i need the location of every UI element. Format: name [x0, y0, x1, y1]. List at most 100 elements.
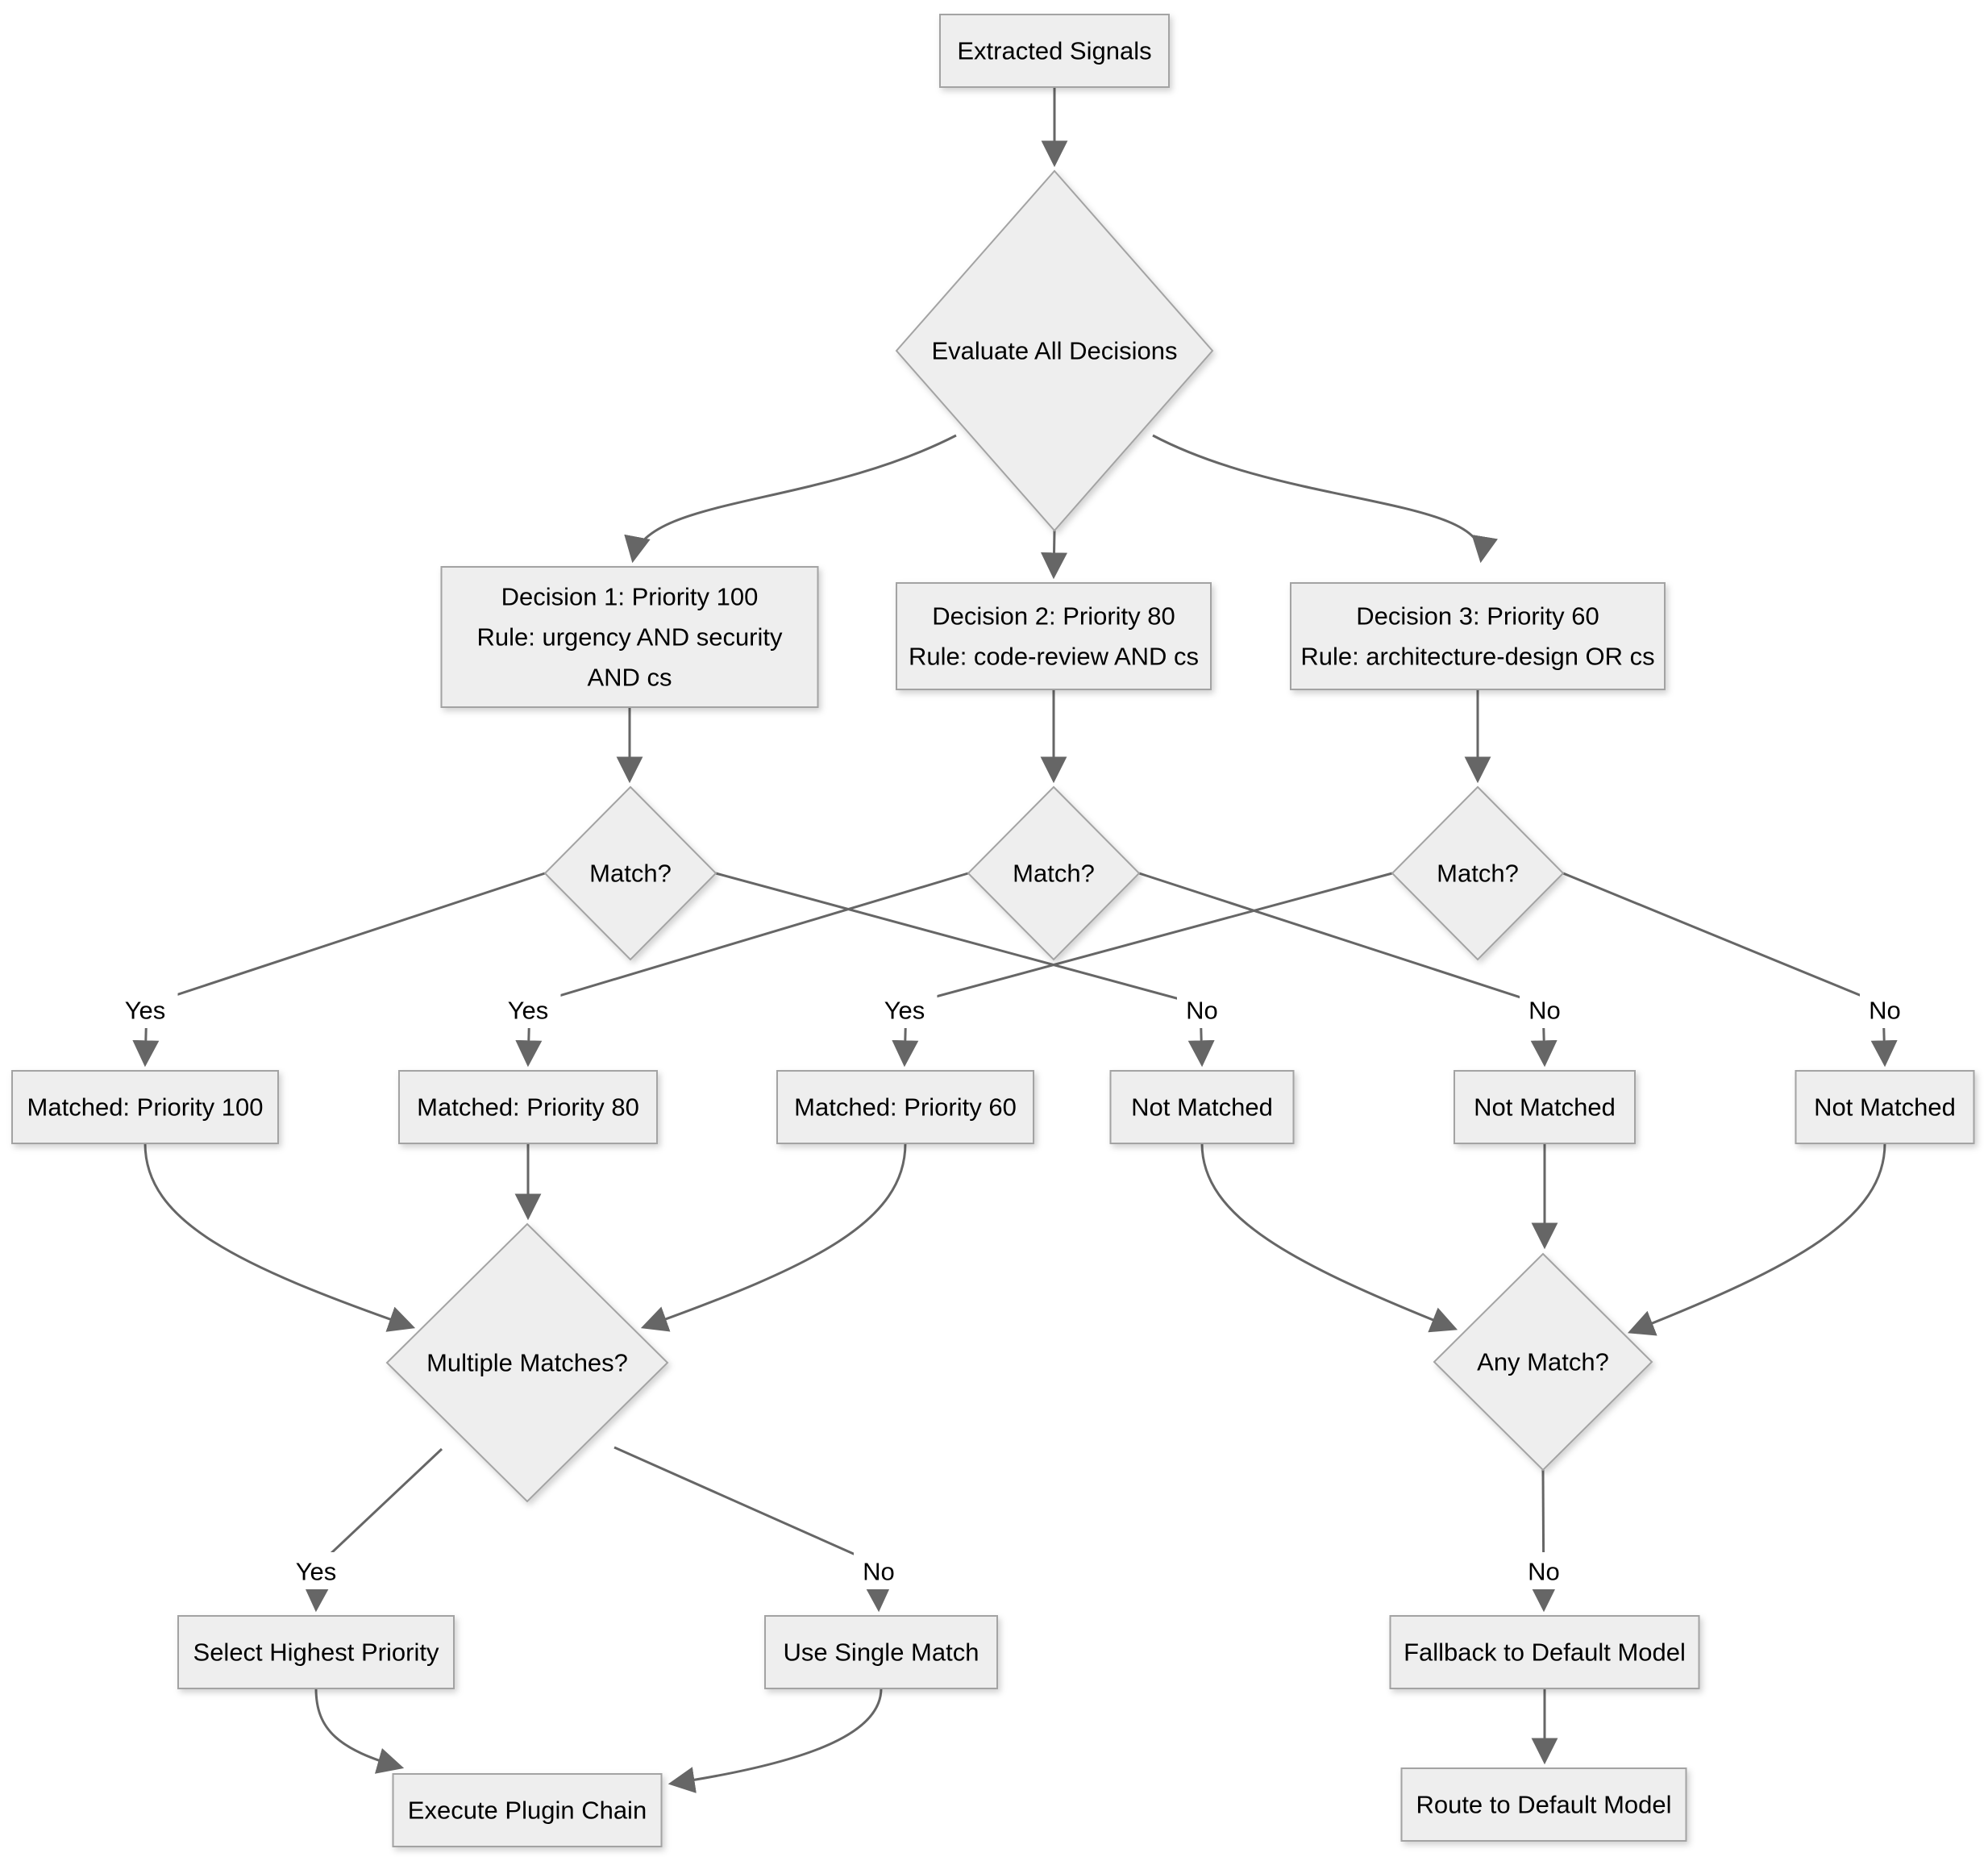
edge-label-background	[871, 991, 938, 1028]
edge-label-background	[1519, 1552, 1569, 1589]
node-label-line: Not Matched	[1474, 1093, 1616, 1122]
rect-shape	[939, 14, 1170, 88]
edge-label-yes: Yes	[884, 997, 925, 1025]
edge-label-background	[1520, 991, 1570, 1028]
node-label-line: Rule: architecture-design OR cs	[1300, 643, 1654, 671]
edge-select-highest-priority--execute-plugin-chain	[314, 1688, 405, 1774]
edge-match-3--not-matched-3	[1562, 872, 1898, 1068]
edge-match-1--not-matched-1	[715, 872, 1215, 1068]
node-matched-priority-100: Matched: Priority 100	[11, 1070, 279, 1144]
edge-label-background	[495, 991, 561, 1028]
edge-label-no: No	[1528, 1558, 1560, 1586]
edge-label-background	[1860, 991, 1910, 1028]
edge-evaluate-all-decisions--decision-3	[1152, 434, 1498, 564]
diamond-shape	[967, 785, 1141, 961]
node-evaluate-all-decisions: Evaluate All Decisions	[895, 169, 1214, 532]
edge-label-no: No	[1869, 997, 1901, 1025]
edge-label-background	[283, 1552, 349, 1589]
rect-shape	[1795, 1070, 1975, 1144]
node-label-line: Any Match?	[1477, 1348, 1609, 1376]
node-execute-plugin-chain: Execute Plugin Chain	[392, 1773, 663, 1847]
rect-shape	[764, 1615, 998, 1689]
node-label-line: Matched: Priority 60	[794, 1093, 1017, 1122]
node-label-line: Rule: code-review AND cs	[909, 643, 1199, 671]
node-label-line: Fallback to Default Model	[1404, 1638, 1686, 1667]
node-fallback-default-model: Fallback to Default Model	[1389, 1615, 1700, 1689]
node-any-match: Any Match?	[1433, 1252, 1653, 1472]
node-label-line: Match?	[1013, 860, 1095, 888]
node-label-line: Decision 1: Priority 100	[501, 583, 759, 611]
node-not-matched-2: Not Matched	[1454, 1070, 1636, 1144]
diamond-shape	[385, 1222, 669, 1503]
rect-shape	[392, 1773, 663, 1847]
node-not-matched-1: Not Matched	[1109, 1070, 1295, 1144]
edge-use-single-match--execute-plugin-chain	[668, 1688, 883, 1793]
diamond-shape	[1391, 785, 1565, 961]
rect-shape	[440, 566, 819, 708]
node-label-line: Multiple Matches?	[426, 1349, 628, 1377]
node-decision-3: Decision 3: Priority 60 Rule: architectur…	[1290, 582, 1666, 690]
edge-label-background	[854, 1552, 904, 1589]
rect-shape	[1109, 1070, 1295, 1144]
rect-shape	[11, 1070, 279, 1144]
rect-shape	[1400, 1767, 1687, 1842]
edge-multiple-matches--use-single-match	[613, 1446, 892, 1613]
edge-match-1--matched-priority-100	[132, 872, 546, 1068]
node-matched-priority-80: Matched: Priority 80	[398, 1070, 658, 1144]
node-label-line: Match?	[1437, 860, 1519, 888]
rect-shape	[1290, 582, 1666, 690]
node-label-line: Decision 3: Priority 60	[1356, 602, 1599, 631]
node-label-line: AND cs	[587, 664, 672, 692]
node-use-single-match: Use Single Match	[764, 1615, 998, 1689]
rect-shape	[896, 582, 1212, 690]
rect-shape	[776, 1070, 1034, 1144]
node-label-line: Route to Default Model	[1416, 1791, 1671, 1819]
node-label-line: Matched: Priority 80	[417, 1093, 639, 1122]
node-label-line: Execute Plugin Chain	[408, 1797, 647, 1825]
rect-shape	[398, 1070, 658, 1144]
node-label-line: Match?	[589, 860, 672, 888]
diamond-shape	[1433, 1252, 1653, 1472]
edge-match-3--matched-priority-60	[892, 872, 1393, 1068]
node-extracted-signals: Extracted Signals	[939, 14, 1170, 88]
edge-matched-priority-100--multiple-matches	[143, 1143, 416, 1332]
edge-label-no: No	[863, 1558, 895, 1586]
node-label-line: Not Matched	[1814, 1093, 1956, 1122]
node-match-2: Match?	[967, 785, 1141, 961]
diamond-shape	[543, 785, 717, 961]
edge-not-matched-1--any-match	[1200, 1143, 1458, 1333]
edge-evaluate-all-decisions--decision-1	[624, 434, 957, 564]
edge-label-yes: Yes	[125, 997, 166, 1025]
node-label-line: Select Highest Priority	[193, 1638, 439, 1667]
edge-matched-priority-60--multiple-matches	[640, 1143, 907, 1332]
node-route-default-model: Route to Default Model	[1400, 1767, 1687, 1842]
rect-shape	[177, 1615, 455, 1689]
edge-label-background	[112, 991, 178, 1028]
diamond-shape	[895, 169, 1214, 532]
node-multiple-matches: Multiple Matches?	[385, 1222, 669, 1503]
node-label-line: Extracted Signals	[957, 37, 1151, 65]
edge-label-yes: Yes	[508, 997, 549, 1025]
edge-label-yes: Yes	[296, 1558, 337, 1586]
rect-shape	[1454, 1070, 1636, 1144]
rect-shape	[1389, 1615, 1700, 1689]
node-select-highest-priority: Select Highest Priority	[177, 1615, 455, 1689]
node-match-1: Match?	[543, 785, 717, 961]
node-label-line: Matched: Priority 100	[27, 1093, 264, 1122]
edge-label-no: No	[1528, 997, 1561, 1025]
node-label-line: Not Matched	[1131, 1093, 1273, 1122]
node-label-line: Evaluate All Decisions	[932, 337, 1178, 365]
node-matched-priority-60: Matched: Priority 60	[776, 1070, 1034, 1144]
node-match-3: Match?	[1391, 785, 1565, 961]
node-not-matched-3: Not Matched	[1795, 1070, 1975, 1144]
node-label-line: Use Single Match	[784, 1638, 979, 1667]
edge-not-matched-3--any-match	[1627, 1143, 1886, 1336]
edge-label-no: No	[1186, 997, 1218, 1025]
node-label-line: Rule: urgency AND security	[476, 623, 783, 652]
edge-label-background	[1177, 991, 1227, 1028]
